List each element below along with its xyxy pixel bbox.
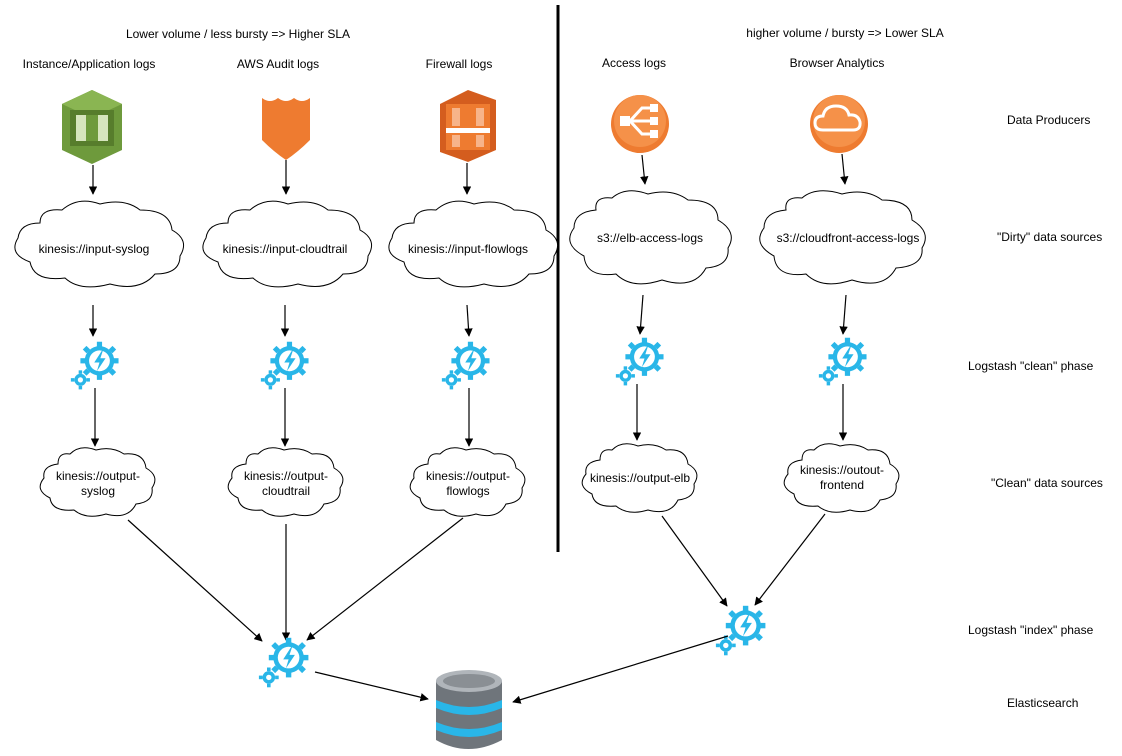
row-label-elasticsearch: Elasticsearch [1007,696,1078,710]
load-balancer-icon [611,95,669,153]
clean-source-cloudtrail-line2: cloudtrail [262,484,310,498]
producer-label-firewall: Firewall logs [426,57,493,71]
clean-source-frontend-line2: frontend [820,478,864,492]
right-section-header: higher volume / bursty => Lower SLA [746,26,943,40]
clean-source-cloudtrail: kinesis://output- cloudtrail [227,447,344,517]
arrows-producer-to-dirty [88,153,849,195]
clean-source-frontend: kinesis://outout- frontend [783,443,900,513]
producer-label-audit: AWS Audit logs [237,57,319,71]
elasticsearch-database-icon [436,670,502,749]
arrows-logstash-to-clean [90,384,848,447]
row-label-dirty-sources: "Dirty" data sources [997,230,1102,244]
left-section-header: Lower volume / less bursty => Higher SLA [126,27,350,41]
clean-source-frontend-line1: kinesis://outout- [800,463,884,477]
producer-label-access: Access logs [602,56,666,70]
logstash-index-icon-left [258,637,309,688]
audit-shield-icon [262,98,310,160]
producer-label-browser: Browser Analytics [790,56,885,70]
logstash-index-icon-right [715,605,766,656]
clean-source-syslog: kinesis://output- syslog [39,447,156,517]
instance-icon [62,90,122,164]
logstash-clean-icon-4 [615,337,664,386]
clean-source-flowlogs: kinesis://output- flowlogs [409,447,526,517]
dirty-source-syslog-label: kinesis://input-syslog [39,242,150,256]
dirty-source-elb-label: s3://elb-access-logs [597,231,703,245]
arrows-clean-to-index [127,513,826,642]
logstash-clean-icon-5 [818,337,867,386]
row-label-index-phase: Logstash "index" phase [968,623,1094,637]
dirty-source-elb: s3://elb-access-logs [569,190,732,285]
arrows-dirty-to-logstash [88,294,848,337]
logstash-clean-icon-1 [70,341,119,390]
row-label-data-producers: Data Producers [1007,113,1090,127]
dirty-source-cloudfront-label: s3://cloudfront-access-logs [777,231,920,245]
clean-source-flowlogs-line2: flowlogs [446,484,489,498]
dirty-source-cloudfront: s3://cloudfront-access-logs [759,190,926,285]
arrows-index-to-elasticsearch [314,635,729,704]
clean-source-elb-line1: kinesis://output-elb [590,471,690,485]
firewall-icon [440,90,496,162]
dirty-source-cloudtrail: kinesis://input-cloudtrail [202,200,373,288]
producer-label-instance: Instance/Application logs [23,57,156,71]
logstash-clean-icon-2 [260,341,309,390]
row-label-clean-phase: Logstash "clean" phase [968,359,1094,373]
clean-source-elb: kinesis://output-elb [581,443,698,513]
dirty-source-flowlogs: kinesis://input-flowlogs [388,200,559,288]
row-label-clean-sources: "Clean" data sources [991,476,1103,490]
clean-source-flowlogs-line1: kinesis://output- [426,469,510,483]
logstash-clean-icon-3 [441,341,490,390]
dirty-source-syslog: kinesis://input-syslog [14,200,185,288]
clean-source-cloudtrail-line1: kinesis://output- [244,469,328,483]
dirty-source-flowlogs-label: kinesis://input-flowlogs [408,242,528,256]
dirty-source-cloudtrail-label: kinesis://input-cloudtrail [223,242,348,256]
clean-source-syslog-line1: kinesis://output- [56,469,140,483]
cloudfront-icon [810,95,868,153]
clean-source-syslog-line2: syslog [81,484,115,498]
